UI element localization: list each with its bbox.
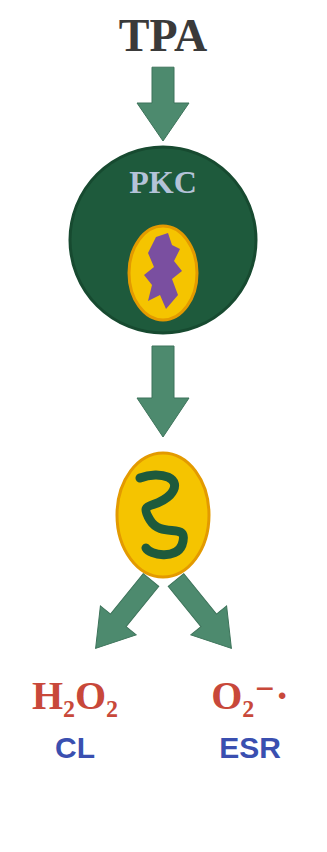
product-node: H₂O₂ CL	[5, 672, 145, 766]
nucleus-shape	[117, 453, 209, 577]
nucleus-shape	[129, 226, 197, 320]
flow-arrow	[137, 67, 189, 141]
flow-arrow	[158, 566, 249, 663]
chromosome-blob	[144, 233, 182, 309]
product-node: O₂⁻· ESR	[180, 672, 320, 766]
method-label: ESR	[180, 730, 320, 766]
product-formula: H₂O₂	[5, 672, 145, 720]
flow-arrow	[78, 566, 169, 663]
method-label: CL	[5, 730, 145, 766]
flow-arrow	[137, 346, 189, 437]
stimulus-label: TPA	[63, 8, 263, 63]
enzyme-label: PKC	[68, 145, 258, 201]
cell-circle: PKC	[68, 145, 258, 335]
product-formula: O₂⁻·	[180, 672, 320, 720]
stimulus-node: TPA	[63, 8, 263, 63]
chromatin-squiggle	[140, 475, 183, 555]
